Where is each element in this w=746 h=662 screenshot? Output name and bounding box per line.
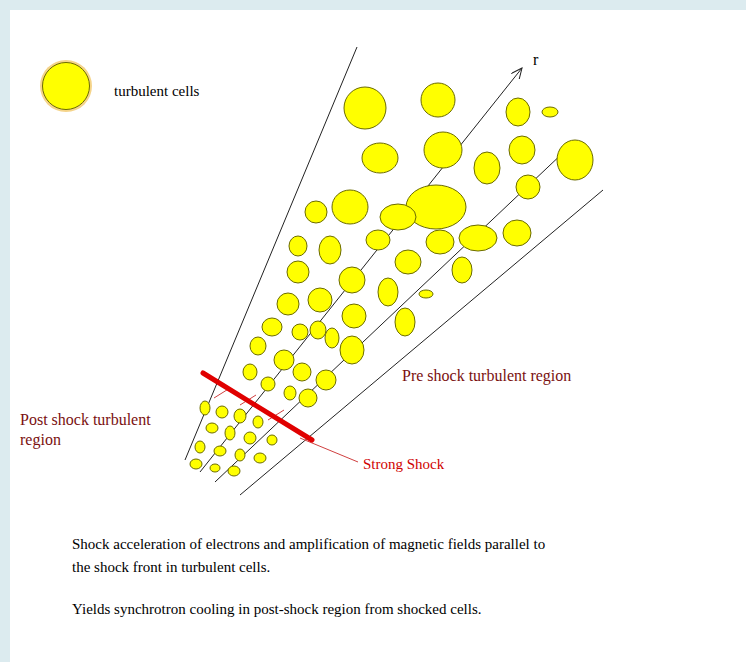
turbulent-cell	[421, 83, 455, 117]
cone-line	[215, 150, 566, 482]
turbulent-cell	[395, 250, 421, 274]
shocked-cell	[235, 449, 245, 461]
turbulent-cell	[362, 143, 398, 173]
leader-line	[300, 438, 358, 462]
turbulent-cell	[289, 236, 307, 256]
shocked-cell	[267, 435, 277, 445]
caption: Shock acceleration of electrons and ampl…	[72, 533, 562, 580]
shocked-cell	[228, 466, 240, 476]
legend-entry: turbulent cells	[42, 62, 199, 110]
region-label: Post shock turbulent region	[20, 410, 160, 450]
turbulent-cell	[557, 140, 593, 180]
turbulent-cell	[509, 136, 535, 164]
turbulent-cell	[262, 318, 282, 336]
shocked-cell	[254, 453, 266, 463]
turbulent-cell	[542, 107, 558, 117]
turbulent-cell	[325, 328, 339, 348]
turbulent-cell	[319, 236, 341, 264]
turbulent-cell	[305, 201, 327, 223]
legend-text: turbulent cells	[114, 73, 199, 100]
shocked-cell	[200, 401, 210, 415]
shocked-cell	[195, 441, 205, 453]
axis-label: r	[533, 50, 538, 70]
turbulent-cell	[344, 87, 386, 129]
turbulent-cell	[340, 336, 364, 364]
shocked-cell	[216, 406, 228, 418]
turbulent-cell	[419, 290, 433, 298]
turbulent-cell	[308, 288, 332, 312]
shocked-cell	[234, 409, 246, 423]
legend-swatch	[42, 62, 90, 110]
turbulent-cell	[378, 278, 398, 306]
caption-note: Yields synchrotron cooling in post-shock…	[72, 600, 712, 619]
shocked-cell	[206, 423, 218, 433]
turbulent-cell	[506, 98, 530, 126]
turbulent-cell	[287, 261, 309, 283]
turbulent-cell	[316, 370, 336, 390]
turbulent-cell	[310, 321, 326, 339]
turbulent-cell	[332, 190, 368, 224]
turbulent-cell	[424, 132, 462, 168]
turbulent-cell	[380, 204, 416, 230]
cone-line	[185, 47, 357, 460]
turbulent-cell	[516, 175, 540, 199]
turbulent-cell	[292, 324, 308, 340]
turbulent-cell	[395, 308, 415, 336]
shocked-cell	[253, 416, 263, 428]
region-label: Pre shock turbulent region	[402, 366, 571, 386]
turbulent-cell	[299, 389, 317, 407]
turbulent-cell	[342, 304, 366, 328]
turbulent-cell	[277, 293, 299, 315]
turbulent-cell	[274, 350, 294, 370]
turbulent-cell	[284, 386, 296, 400]
turbulent-cell	[452, 257, 472, 283]
turbulent-cell	[261, 377, 275, 391]
turbulent-cell	[503, 220, 531, 246]
shocked-cell	[244, 432, 256, 444]
turbulent-cell	[250, 337, 266, 355]
turbulent-cell	[339, 267, 365, 293]
shock-label: Strong Shock	[363, 455, 444, 474]
shocked-cell	[210, 464, 220, 472]
turbulent-cell	[243, 364, 257, 380]
turbulent-cell	[459, 225, 497, 251]
shock-front	[203, 373, 312, 440]
radial-axis	[200, 68, 522, 472]
turbulent-cell	[426, 230, 454, 254]
shocked-cell	[190, 459, 202, 469]
shocked-cell	[225, 426, 235, 440]
shocked-cell	[214, 446, 226, 456]
turbulent-cell	[366, 230, 390, 250]
turbulent-cell	[293, 363, 311, 381]
cone-line	[240, 190, 603, 495]
turbulent-cell	[474, 152, 500, 184]
